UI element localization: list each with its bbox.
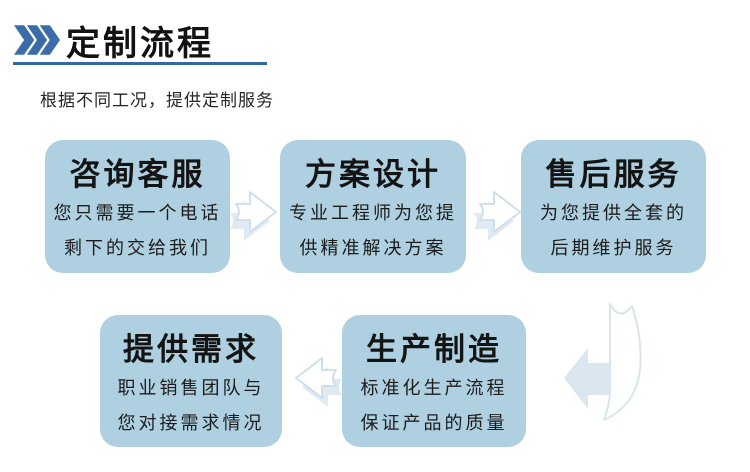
curved-arrow-down-left-icon [564, 303, 642, 421]
step-card-consult: 咨询客服 您只需要一个电话 剩下的交给我们 [45, 140, 230, 273]
title-underline [13, 62, 267, 65]
step-description-line: 您只需要一个电话 [53, 203, 222, 224]
step-card-after-sales: 售后服务 为您提供全套的 后期维护服务 [521, 140, 706, 273]
step-title: 生产制造 [366, 332, 502, 367]
step-title: 提供需求 [123, 332, 259, 367]
block-arrow-left-icon [295, 357, 342, 407]
block-arrow-right-icon [474, 191, 521, 241]
section-subtitle: 根据不同工况，提供定制服务 [40, 91, 274, 110]
step-description-line: 剩下的交给我们 [64, 238, 211, 259]
step-title: 方案设计 [305, 157, 441, 192]
step-title: 售后服务 [545, 157, 682, 192]
step-card-production: 生产制造 标准化生产流程 保证产品的质量 [342, 315, 526, 447]
step-card-design: 方案设计 专业工程师为您提 供精准解决方案 [280, 140, 466, 273]
page-title: 定制流程 [66, 25, 214, 63]
step-description-line: 后期维护服务 [550, 238, 677, 259]
step-description-line: 供精准解决方案 [299, 238, 447, 259]
step-description-line: 职业销售团队与 [117, 378, 265, 399]
step-description-line: 专业工程师为您提 [289, 203, 457, 224]
step-description-line: 标准化生产流程 [360, 378, 508, 399]
block-arrow-right-icon [230, 191, 277, 241]
step-description-line: 为您提供全套的 [540, 203, 687, 224]
step-card-requirements: 提供需求 职业销售团队与 您对接需求情况 [100, 315, 282, 447]
step-description-line: 保证产品的质量 [360, 413, 508, 434]
step-title: 咨询客服 [69, 157, 206, 192]
step-description-line: 您对接需求情况 [117, 413, 265, 434]
triple-chevron-right-icon [14, 25, 60, 55]
